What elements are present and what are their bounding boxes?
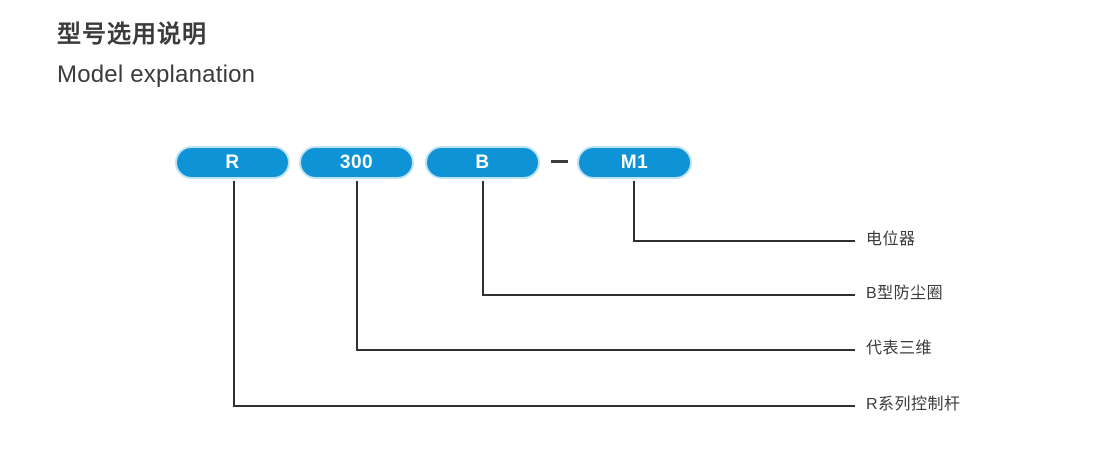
model-segment-r[interactable]: R [175, 146, 290, 179]
leader-line-horizontal-r [233, 405, 855, 407]
legend-label-potentiometer: 电位器 [866, 231, 916, 248]
leader-line-horizontal-b [482, 294, 855, 296]
model-segment-m1-label: M1 [620, 152, 649, 173]
leader-line-horizontal-m1 [633, 240, 855, 242]
leader-line-horizontal-300 [356, 349, 855, 351]
page-title-chinese: 型号选用说明 [57, 21, 207, 48]
model-segment-300-label: 300 [339, 152, 374, 173]
legend-label-r-series-lever: R系列控制杆 [866, 396, 961, 413]
model-segment-b[interactable]: B [425, 146, 540, 179]
leader-line-vertical-b [482, 181, 484, 296]
model-segment-m1[interactable]: M1 [577, 146, 692, 179]
page-title-english: Model explanation [57, 61, 256, 88]
model-segment-b-label: B [475, 152, 490, 173]
model-segment-300[interactable]: 300 [299, 146, 414, 179]
legend-label-three-dimension: 代表三维 [866, 340, 933, 357]
legend-label-dust-ring: B型防尘圈 [866, 285, 944, 302]
leader-line-vertical-300 [356, 181, 358, 351]
leader-line-vertical-m1 [633, 181, 635, 242]
leader-line-vertical-r [233, 181, 235, 407]
model-segment-r-label: R [225, 152, 240, 173]
model-code-separator [551, 160, 568, 163]
